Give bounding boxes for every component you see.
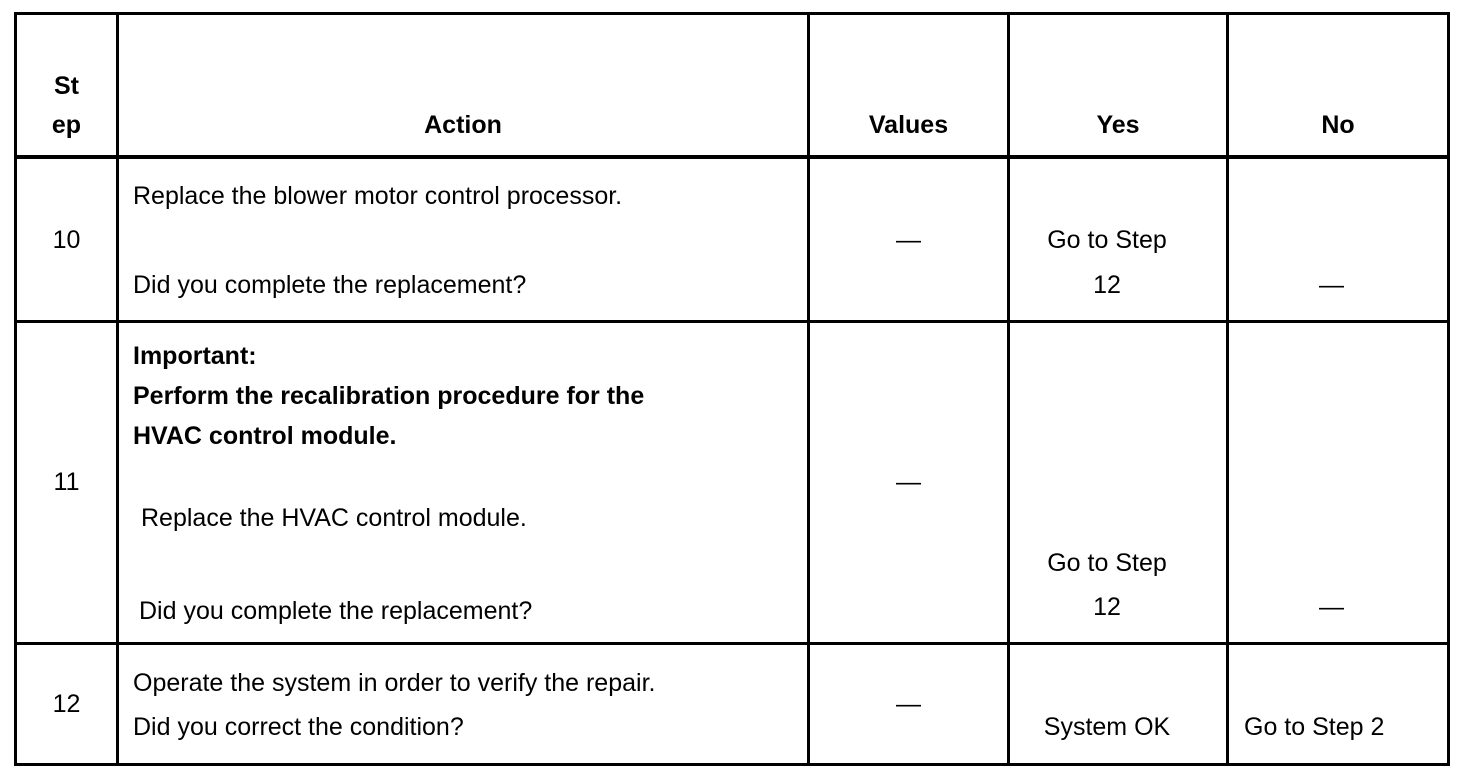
action-text: Operate the system in order to verify th…: [133, 669, 656, 697]
header-values: Values: [868, 111, 949, 139]
step-number: 10: [52, 226, 81, 254]
column-divider: [1226, 12, 1229, 766]
action-question: Did you complete the replacement?: [133, 271, 527, 299]
diagnostic-table: St ep Action Values Yes No 10 Replace th…: [14, 12, 1450, 766]
values-dash: —: [896, 468, 921, 496]
important-label: Important:: [133, 342, 257, 370]
header-yes: Yes: [1096, 111, 1140, 139]
header-step-line1: St: [54, 72, 79, 100]
row-divider: [14, 642, 1450, 645]
column-divider: [807, 12, 810, 766]
action-question: Did you correct the condition?: [133, 713, 464, 741]
column-divider: [1007, 12, 1010, 766]
yes-link-line2: 12: [1093, 271, 1121, 299]
step-number: 11: [53, 468, 80, 496]
important-text-line2: HVAC control module.: [133, 422, 397, 450]
yes-link-line1: Go to Step: [1047, 549, 1167, 577]
table-border-left: [14, 12, 17, 766]
header-step: St ep: [17, 72, 116, 140]
yes-link-line2: 12: [1093, 593, 1121, 621]
row-divider: [14, 320, 1450, 323]
column-divider: [116, 12, 119, 766]
values-dash: —: [896, 690, 921, 718]
header-action: Action: [424, 111, 502, 139]
yes-result: System OK: [1043, 713, 1171, 741]
action-text: Replace the HVAC control module.: [141, 504, 527, 532]
values-dash: —: [896, 226, 921, 254]
important-text-line1: Perform the recalibration procedure for …: [133, 382, 645, 410]
no-dash: —: [1319, 593, 1344, 621]
no-dash: —: [1319, 271, 1344, 299]
header-no: No: [1321, 111, 1355, 139]
header-step-line2: ep: [51, 111, 82, 139]
yes-link-line1: Go to Step: [1047, 226, 1167, 254]
action-text: Replace the blower motor control process…: [133, 182, 623, 210]
step-number: 12: [52, 690, 81, 718]
table-border-right: [1447, 12, 1450, 766]
table-border-bottom: [14, 763, 1450, 766]
no-link: Go to Step 2: [1244, 713, 1385, 741]
header-divider: [14, 155, 1450, 159]
table-border-top: [14, 12, 1450, 15]
action-question: Did you complete the replacement?: [139, 597, 533, 625]
